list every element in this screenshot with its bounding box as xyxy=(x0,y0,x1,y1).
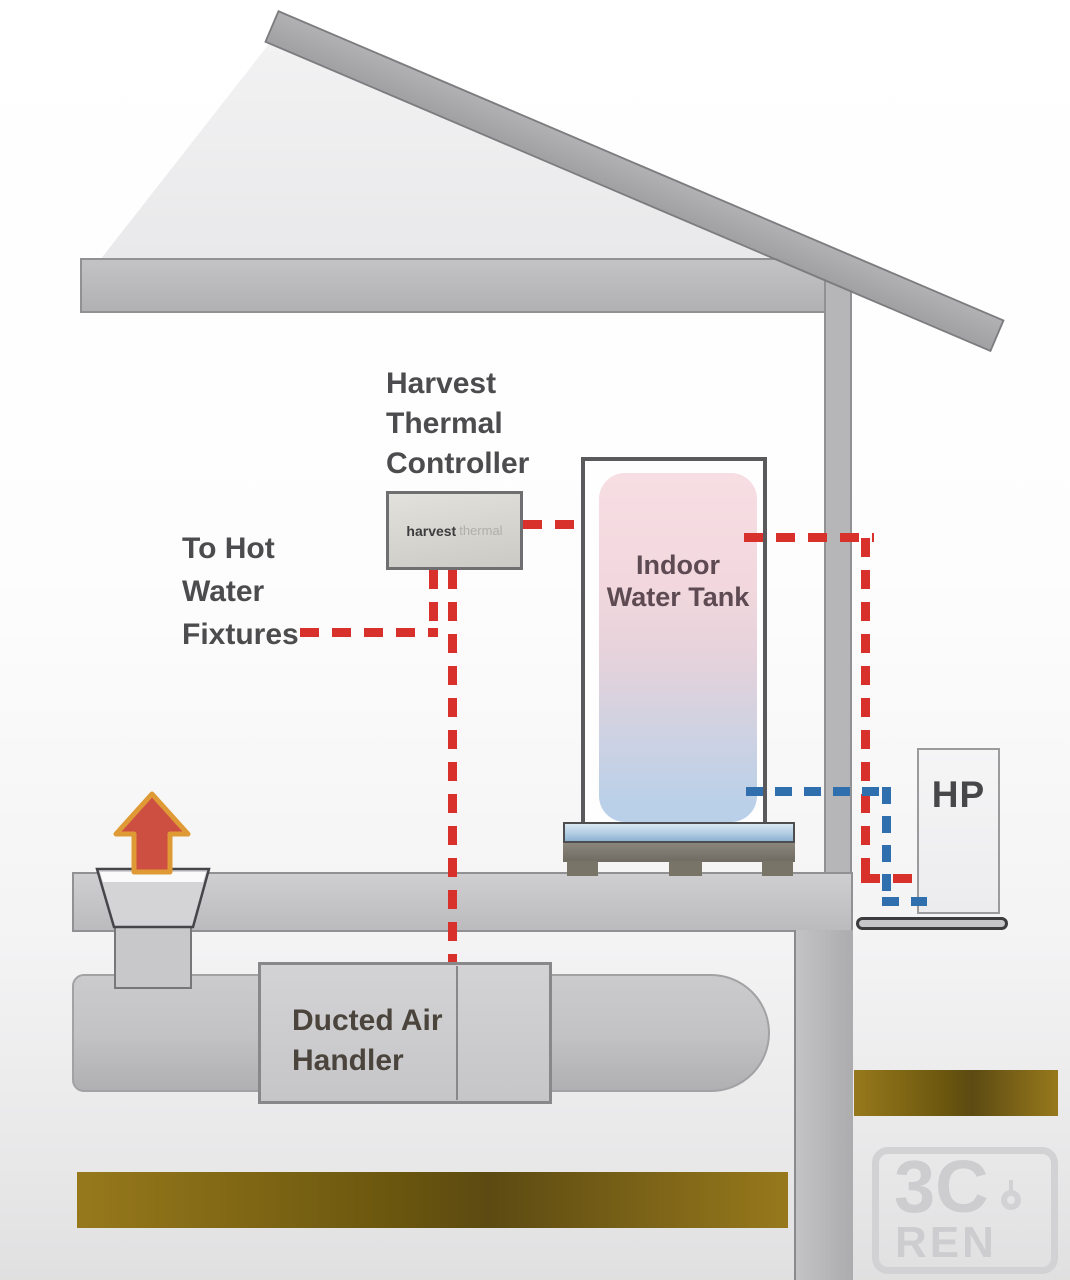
logo-plug-circle-icon xyxy=(1001,1190,1021,1210)
tank-stand-leg xyxy=(762,861,793,876)
attic-triangle xyxy=(100,40,850,278)
hot-pipe-to-air-handler xyxy=(448,570,457,962)
vent-riser-duct xyxy=(114,925,192,989)
vent-and-arrow-layer xyxy=(95,791,211,929)
ceiling-beam xyxy=(80,258,833,313)
controller-label: Harvest Thermal Controller xyxy=(386,364,529,484)
fixtures-label-line1: To Hot xyxy=(182,532,275,565)
controller-chip-brand: harvest xyxy=(406,522,457,539)
tank-drain-pan xyxy=(563,822,795,843)
harvest-thermal-controller-unit: harvest thermal xyxy=(386,491,523,570)
air-handler-label-line2: Handler xyxy=(292,1044,404,1077)
hot-pipe-tank-to-wall xyxy=(744,533,874,542)
tank-label-line1: Indoor xyxy=(636,550,720,580)
tank-label: Indoor Water Tank xyxy=(599,549,757,613)
logo-plug-stem xyxy=(1009,1180,1013,1191)
ground-bar-bottom xyxy=(77,1172,788,1228)
cold-pipe-tank-to-wall xyxy=(746,787,891,796)
indoor-water-tank xyxy=(599,473,757,822)
air-handler-label-line1: Ducted Air xyxy=(292,1004,443,1037)
heat-pump-label: HP xyxy=(931,774,986,815)
vent-opening xyxy=(100,872,206,882)
fixtures-label-line2: Water xyxy=(182,575,265,608)
controller-label-line1: Harvest xyxy=(386,367,497,400)
floor-beam xyxy=(72,872,853,932)
ground-bar-right xyxy=(854,1070,1058,1116)
fixtures-label: To Hot Water Fixtures xyxy=(182,527,299,656)
controller-chip-suffix: thermal xyxy=(459,523,503,538)
logo-3c-text: 3C xyxy=(894,1145,989,1228)
air-handler-divider xyxy=(456,966,458,1100)
fixtures-label-line3: Fixtures xyxy=(182,618,299,651)
airflow-up-arrow-icon xyxy=(113,791,191,875)
cold-pipe-into-heat-pump xyxy=(882,897,927,906)
air-handler-label: Ducted Air Handler xyxy=(292,1001,443,1081)
hot-pipe-controller-drop xyxy=(429,570,438,630)
foundation-wall xyxy=(794,930,853,1280)
controller-label-line3: Controller xyxy=(386,447,530,480)
ducted-air-handler-unit xyxy=(258,962,552,1104)
tank-stand-leg xyxy=(669,861,702,876)
tank-stand-leg xyxy=(567,861,598,876)
logo-ren-text: REN xyxy=(895,1218,997,1267)
hot-pipe-controller-to-tank xyxy=(523,520,583,529)
heat-pump-unit: HP xyxy=(917,748,1000,914)
3cren-logo: 3C REN xyxy=(872,1147,1058,1274)
cold-pipe-wall-down xyxy=(882,787,891,905)
tank-label-line2: Water Tank xyxy=(606,582,750,612)
right-wall-post xyxy=(824,270,852,932)
tank-stand-deck xyxy=(563,843,795,862)
hot-pipe-wall-down xyxy=(861,538,870,886)
hot-pipe-to-fixtures xyxy=(300,628,438,637)
controller-label-line2: Thermal xyxy=(386,407,503,440)
heat-pump-pad xyxy=(856,917,1008,930)
